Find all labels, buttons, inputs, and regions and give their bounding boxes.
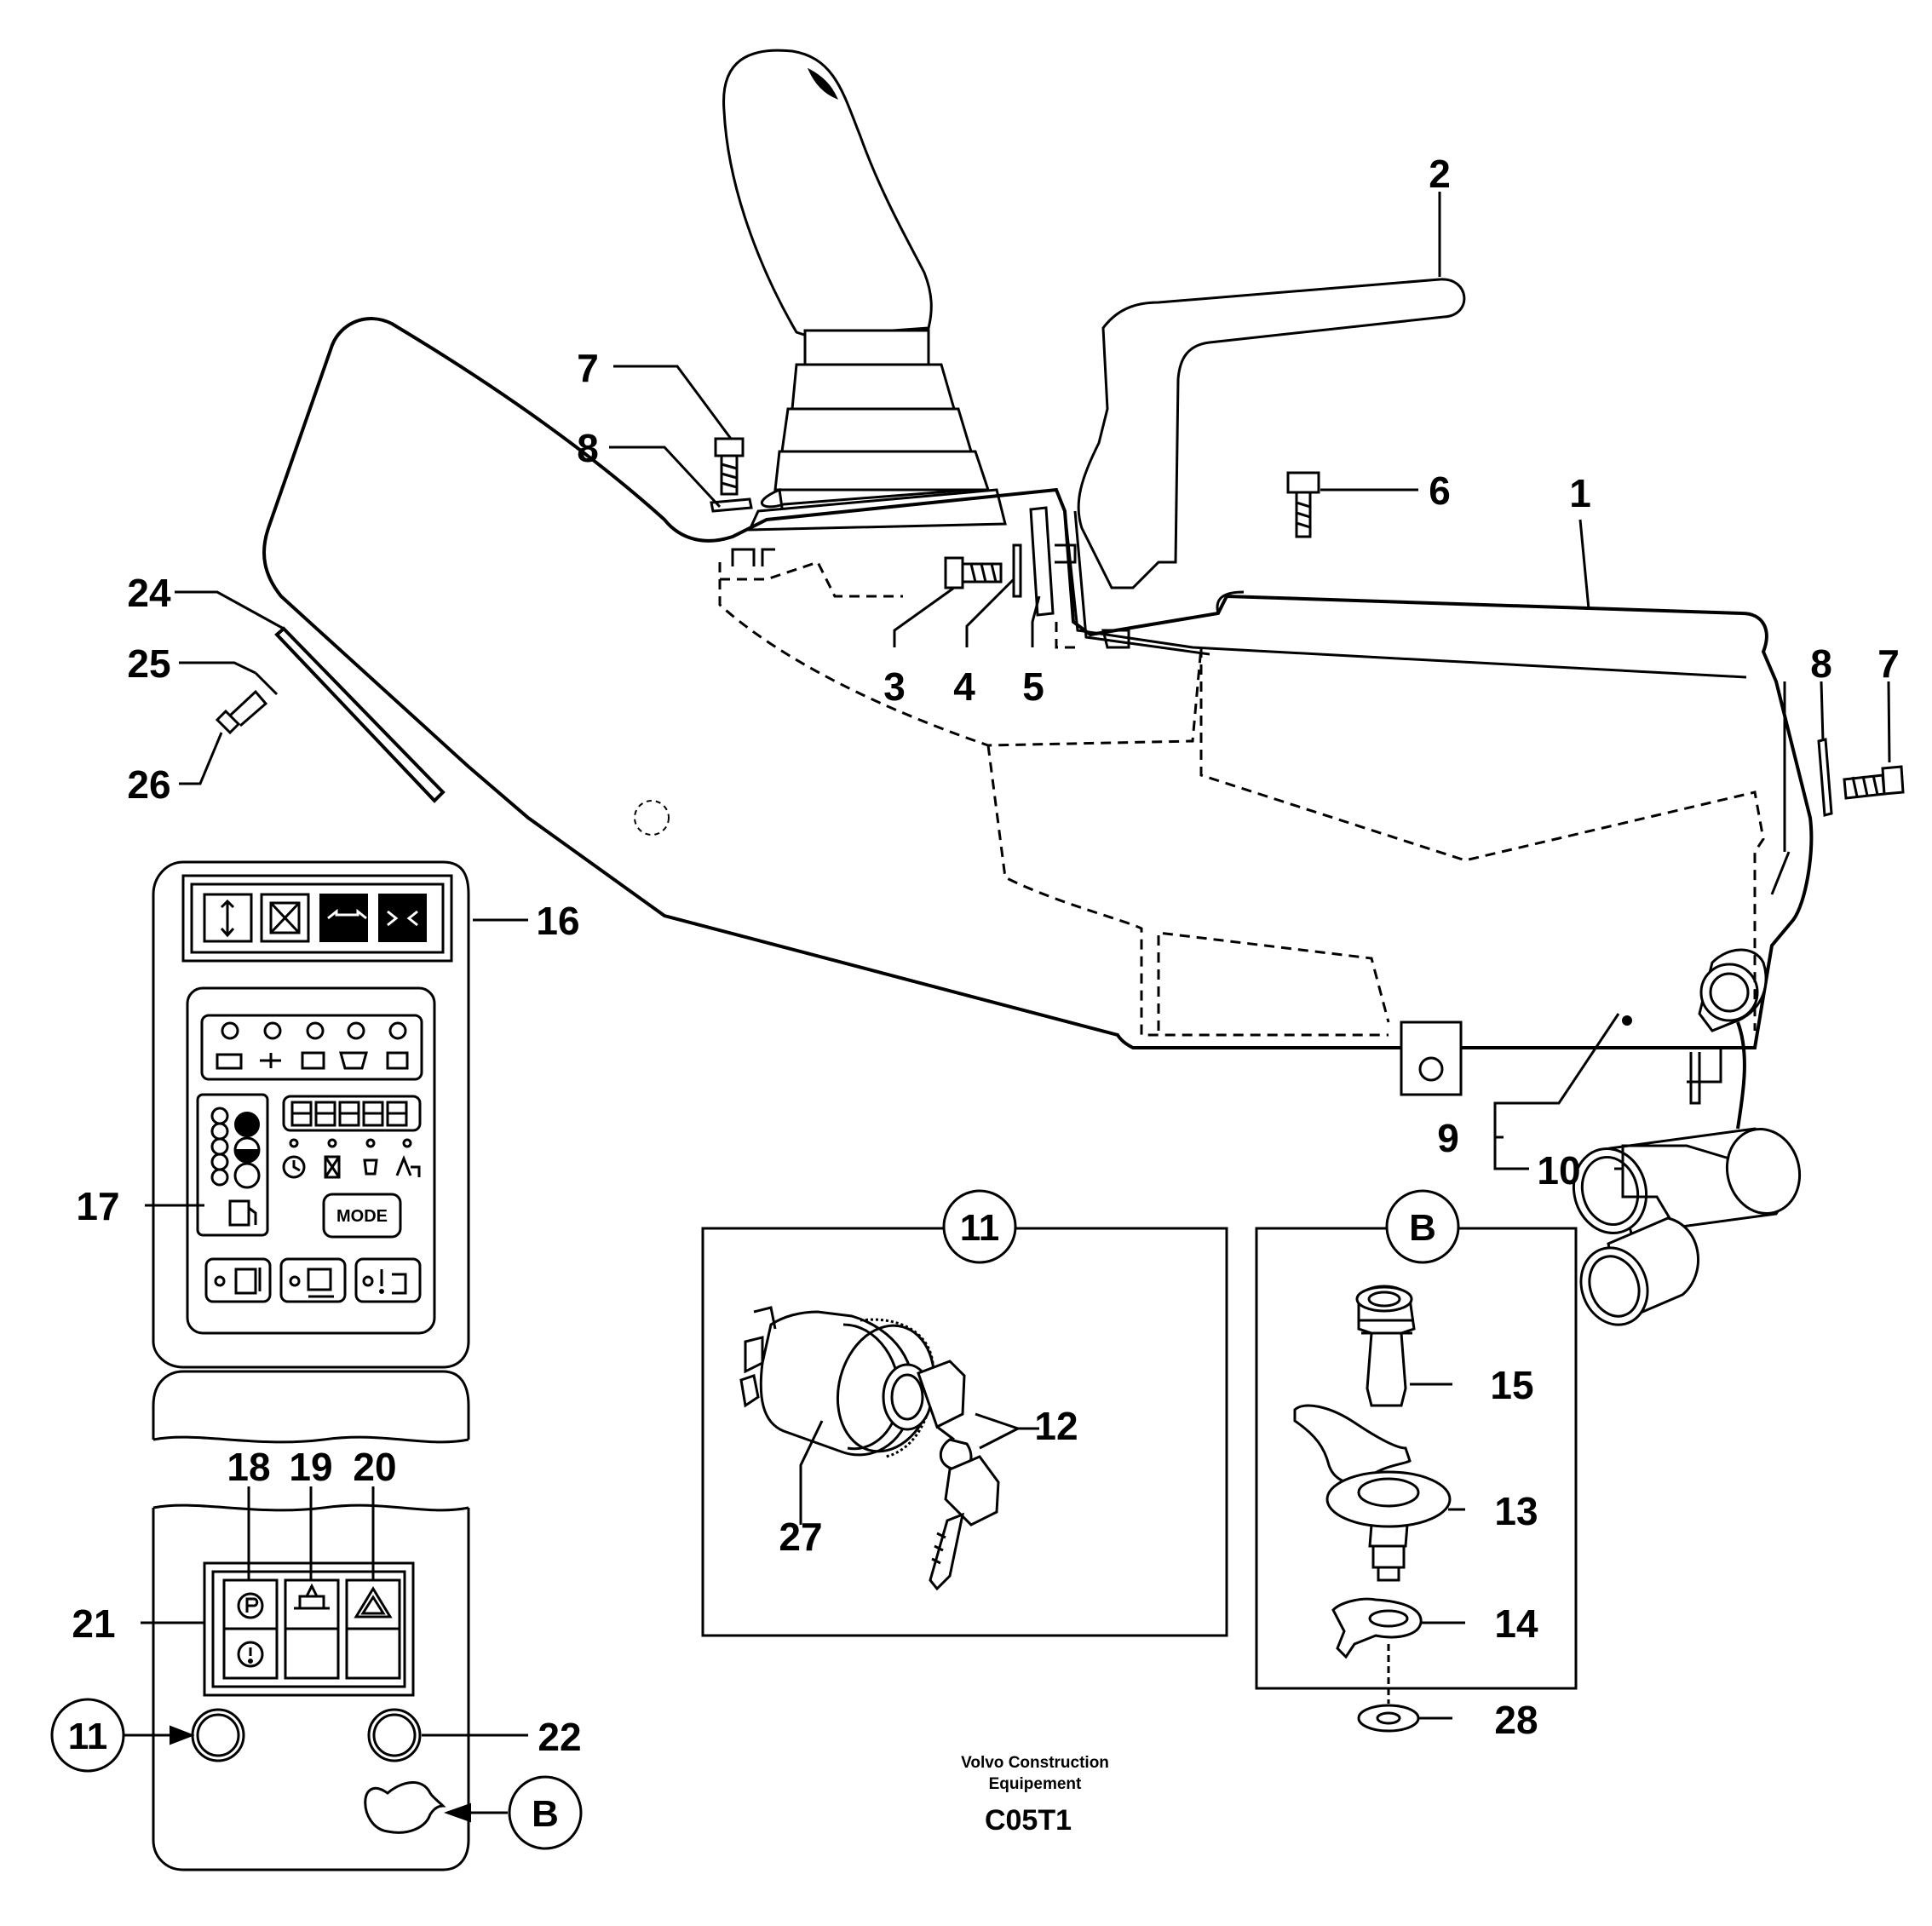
callout-14: 14	[1494, 1601, 1538, 1646]
callout-20: 20	[353, 1445, 396, 1489]
mode-button[interactable]	[322, 1193, 402, 1239]
callout-3: 3	[883, 664, 906, 709]
leader-lines	[145, 192, 1891, 1219]
washer-8-left	[710, 497, 753, 513]
callout-17: 17	[76, 1184, 119, 1228]
callout-12: 12	[1034, 1404, 1078, 1448]
callout-15: 15	[1490, 1363, 1533, 1407]
bolt-7-left	[714, 437, 745, 496]
callout-26: 26	[127, 762, 170, 807]
seven-segment-display	[290, 1101, 408, 1127]
control-panel: MODE	[152, 860, 470, 1871]
callout-1: 1	[1569, 471, 1591, 515]
callout-28: 28	[1494, 1698, 1538, 1742]
callout-2: 2	[1429, 152, 1451, 196]
callout-24: 24	[127, 571, 171, 615]
bushings	[1572, 1127, 1802, 1326]
strip-25	[254, 671, 279, 696]
callout-8-left: 8	[577, 426, 599, 470]
detail-ignition-switch	[701, 1189, 1228, 1637]
ignition-switch-opening	[191, 1708, 245, 1762]
bolt-6	[1286, 471, 1320, 538]
bolts	[215, 437, 1905, 817]
callout-6: 6	[1429, 469, 1451, 513]
callout-7-left: 7	[577, 346, 599, 390]
socket-opening	[364, 1780, 446, 1834]
footer: Volvo Construction Equipement C05T1	[961, 1754, 1109, 1837]
washer-8-right	[1817, 738, 1833, 817]
mode-button-label: MODE	[336, 1207, 388, 1226]
callout-4: 4	[953, 664, 975, 709]
callout-18: 18	[227, 1445, 270, 1489]
washer-4	[1012, 543, 1022, 598]
display-section: MODE	[186, 986, 436, 1335]
callout-8-right: 8	[1810, 641, 1832, 686]
callout-22: 22	[538, 1715, 581, 1759]
callout-10: 10	[1537, 1148, 1580, 1193]
bolt-7-right	[1843, 765, 1905, 800]
callout-5: 5	[1022, 664, 1044, 709]
callout-13: 13	[1494, 1489, 1538, 1533]
callout-16: 16	[536, 899, 579, 943]
bolt-26	[215, 689, 268, 735]
handle-lever	[1077, 278, 1466, 589]
callout-9: 9	[1437, 1116, 1459, 1160]
callout-19: 19	[289, 1445, 332, 1489]
console-body	[262, 317, 1814, 1130]
brand-line-2: Equipement	[989, 1775, 1082, 1793]
panel-ref-11: 11	[68, 1716, 108, 1757]
plate-5	[1029, 506, 1077, 617]
panel-ref-b: B	[532, 1793, 559, 1835]
callout-7-right: 7	[1877, 641, 1900, 686]
console-hidden-lines	[718, 548, 1765, 1037]
drawing-code: C05T1	[985, 1804, 1072, 1837]
pushbutton-22	[367, 1708, 422, 1762]
joystick-lever	[722, 49, 1007, 532]
callout-21: 21	[72, 1601, 115, 1646]
callout-27: 27	[779, 1515, 822, 1559]
detail-references: 11 B 11 B	[50, 1207, 1436, 1850]
detail-ref-11: 11	[960, 1207, 1000, 1249]
callout-labels: 2 1 6 7 8 3 4 5 8 7 24 25 26 16 17 9 10 …	[72, 152, 1899, 1759]
detail-ref-b: B	[1409, 1207, 1436, 1249]
brand-line-1: Volvo Construction	[961, 1754, 1109, 1772]
detail-socket	[1255, 1189, 1578, 1733]
bolt-3	[944, 556, 1003, 589]
panel-arrows	[124, 1486, 528, 1823]
callout-25: 25	[127, 641, 170, 686]
top-indicator-strip	[181, 874, 453, 963]
rocker-switch-block	[203, 1561, 415, 1697]
